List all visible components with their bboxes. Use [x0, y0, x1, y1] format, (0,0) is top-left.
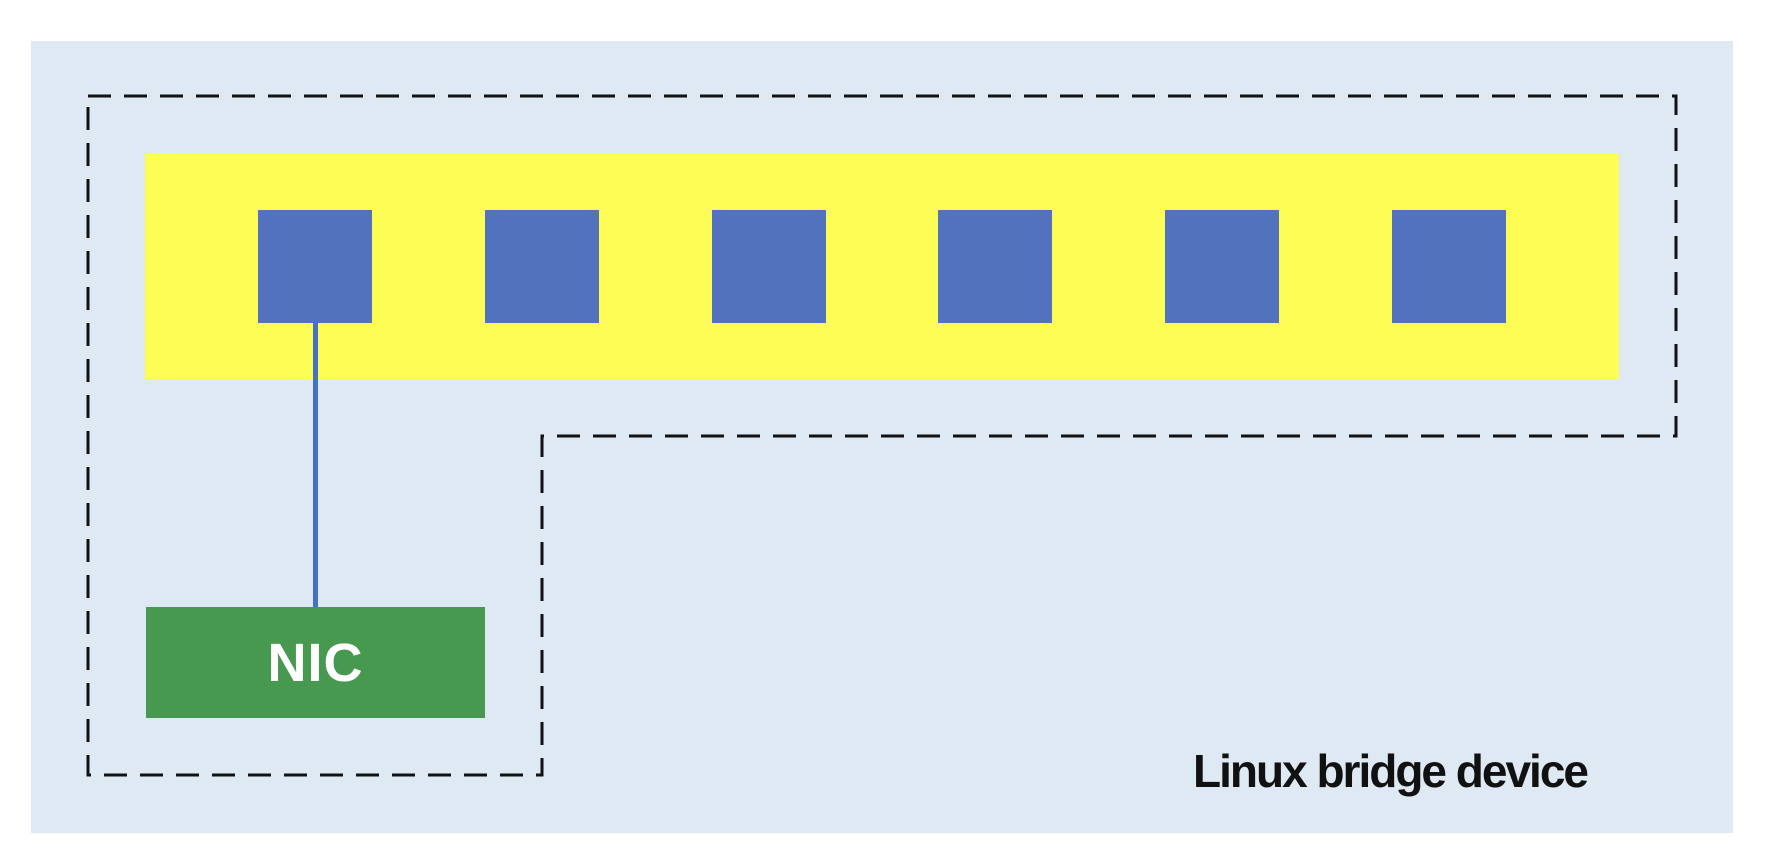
- bridge-port: [711, 210, 826, 323]
- nic-box: NIC: [146, 607, 485, 718]
- bridge-port: [257, 210, 372, 323]
- bridge-port: [1392, 210, 1507, 323]
- bridge-port: [938, 210, 1053, 323]
- nic-to-port-connector-line: [313, 322, 318, 608]
- bridge-port: [1165, 210, 1280, 323]
- diagram-title: Linux bridge device: [1193, 745, 1589, 797]
- bridge-bar: [145, 154, 1619, 379]
- bridge-port: [484, 210, 599, 323]
- nic-label: NIC: [267, 632, 364, 693]
